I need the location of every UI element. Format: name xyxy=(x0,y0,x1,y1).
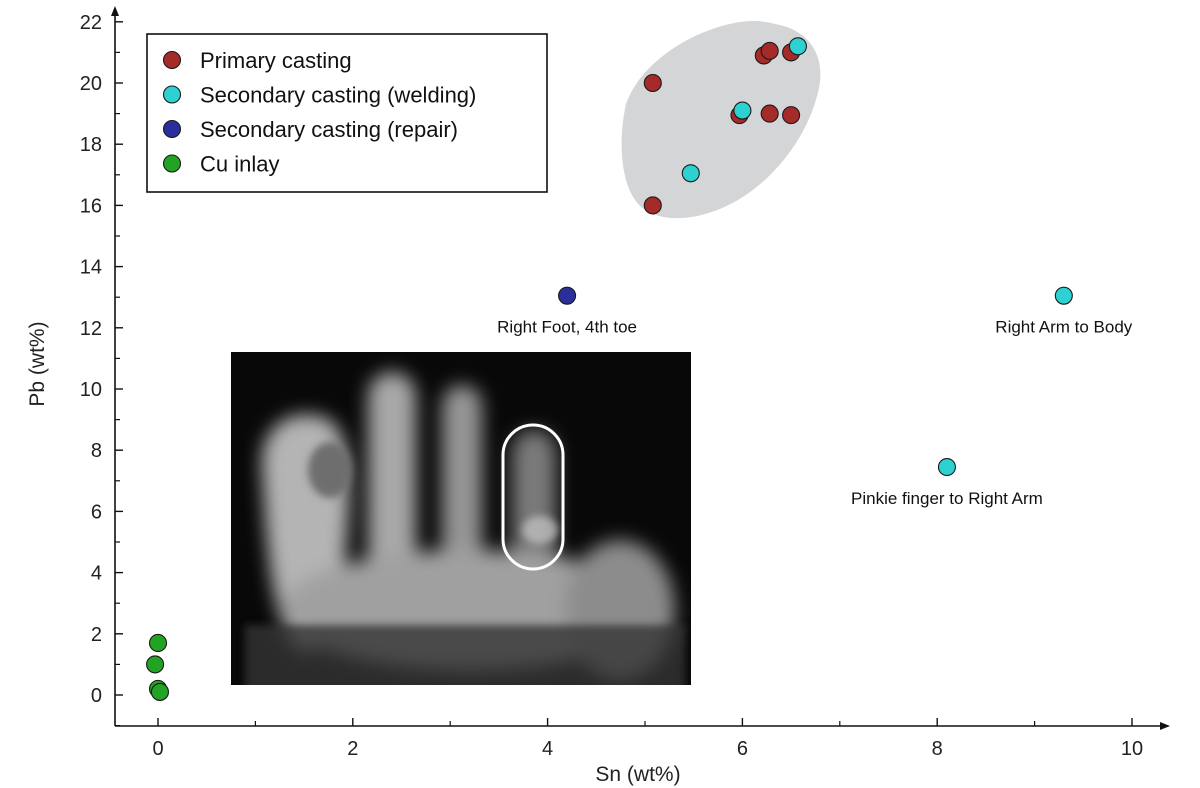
data-point xyxy=(643,196,662,215)
y-tick-label: 20 xyxy=(80,73,102,95)
data-point xyxy=(1054,286,1073,305)
legend-label: Secondary casting (repair) xyxy=(200,117,458,142)
legend-label: Primary casting xyxy=(200,48,352,73)
x-ray-inset-image xyxy=(231,352,691,685)
legend-label: Secondary casting (welding) xyxy=(200,83,476,108)
data-point xyxy=(937,457,956,477)
data-point xyxy=(148,633,168,653)
x-tick-label: 2 xyxy=(347,738,358,760)
y-tick-label: 12 xyxy=(80,318,102,340)
data-point xyxy=(150,682,169,701)
data-point xyxy=(681,164,700,183)
x-axis: 0 2 4 6 8 10 xyxy=(115,718,1170,760)
legend-marker xyxy=(162,50,182,70)
legend-marker xyxy=(162,85,182,104)
x-tick-label: 4 xyxy=(542,738,553,760)
y-axis-title: Pb (wt%) xyxy=(26,321,49,406)
x-tick-label: 0 xyxy=(152,738,163,760)
data-point xyxy=(146,655,165,674)
y-tick-label: 14 xyxy=(80,257,102,279)
y-tick-label: 4 xyxy=(91,563,102,585)
data-point xyxy=(733,101,752,120)
data-point xyxy=(788,37,807,56)
legend-marker xyxy=(162,119,182,139)
y-tick-label: 6 xyxy=(91,501,102,523)
legend-label: Cu inlay xyxy=(200,152,279,177)
point-annotation: Right Foot, 4th toe xyxy=(497,318,637,337)
data-point xyxy=(760,41,779,60)
x-tick-label: 6 xyxy=(737,738,748,760)
annotations: Right Foot, 4th toe Right Arm to BodyPink… xyxy=(497,318,1133,508)
y-tick-label: 16 xyxy=(80,195,102,217)
x-tick-label: 10 xyxy=(1121,738,1143,760)
y-tick-label: 8 xyxy=(91,440,102,462)
y-axis: 0 2 4 6 8 10 12 14 16 18 20 22 xyxy=(80,6,123,727)
y-tick-label: 2 xyxy=(91,624,102,646)
point-annotation: Pinkie finger to Right Arm xyxy=(851,489,1043,508)
x-axis-title: Sn (wt%) xyxy=(595,763,680,786)
data-point xyxy=(558,286,577,305)
y-tick-label: 0 xyxy=(91,685,102,707)
x-tick-label: 8 xyxy=(932,738,943,760)
data-point xyxy=(760,104,779,123)
data-points xyxy=(146,37,1073,701)
data-point xyxy=(782,106,801,125)
data-point xyxy=(643,73,662,93)
y-tick-label: 18 xyxy=(80,134,102,156)
legend-marker xyxy=(162,154,182,173)
cluster-highlight-region xyxy=(621,20,821,219)
point-annotation: Right Arm to Body xyxy=(995,318,1133,337)
y-tick-label: 10 xyxy=(80,379,102,401)
y-tick-label: 22 xyxy=(80,12,102,34)
highlight-ring xyxy=(501,423,565,571)
